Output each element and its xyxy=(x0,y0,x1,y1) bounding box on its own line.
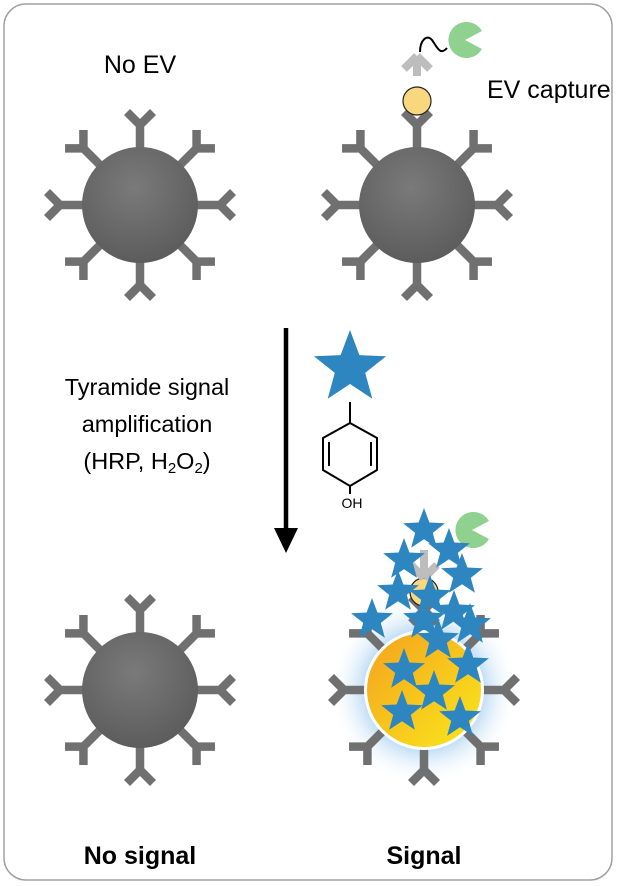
ev-capture-complex xyxy=(401,22,482,116)
step-label-line1: Tyramide signal xyxy=(65,374,230,400)
step-label-line3: (HRP, H2O2) xyxy=(83,448,210,477)
deposited-star-icon xyxy=(449,603,491,643)
linker xyxy=(419,36,448,53)
deposited-star-icon xyxy=(351,598,393,638)
antibody xyxy=(65,130,104,169)
deposited-star-icon xyxy=(439,696,481,736)
arrow-head-icon xyxy=(274,528,298,553)
deposited-star-icon xyxy=(403,508,445,548)
bead xyxy=(82,632,198,748)
tyramide-star-icon xyxy=(313,330,387,399)
deposited-star-icon xyxy=(377,570,419,610)
ev-particle xyxy=(402,86,432,116)
antibody xyxy=(123,261,157,302)
antibody xyxy=(123,746,157,787)
antibody xyxy=(453,130,492,169)
antibody xyxy=(473,188,514,222)
deposited-star-icon xyxy=(433,590,475,630)
antibody xyxy=(65,241,104,280)
deposited-star-icon xyxy=(383,648,425,688)
antibody xyxy=(123,108,157,149)
target-molecule xyxy=(448,22,482,58)
antibody xyxy=(65,726,104,765)
antibody xyxy=(176,615,215,654)
process-arrow xyxy=(274,328,298,553)
antibody xyxy=(342,241,381,280)
label-signal: Signal xyxy=(386,842,461,870)
deposited-star-icon xyxy=(447,643,489,683)
label-oh: OH xyxy=(342,495,363,511)
deposited-star-icon xyxy=(417,618,459,658)
antibody xyxy=(176,726,215,765)
antibody xyxy=(342,130,381,169)
antibody xyxy=(196,188,237,222)
deposited-star-icon xyxy=(441,553,483,593)
deposited-star-icon xyxy=(403,598,445,638)
label-no-signal: No signal xyxy=(84,842,197,870)
deposited-star-icon xyxy=(409,575,451,615)
antibody xyxy=(176,241,215,280)
step-label-line2: amplification xyxy=(82,411,213,437)
antibody xyxy=(176,130,215,169)
antibody xyxy=(400,108,434,149)
bead xyxy=(82,147,198,263)
bead-ev-capture xyxy=(320,108,514,302)
deposited-star-icon xyxy=(383,538,425,578)
deposited-star-icon xyxy=(381,690,423,730)
antibody xyxy=(320,188,361,222)
antibody xyxy=(123,593,157,634)
antibody xyxy=(400,261,434,302)
antibody xyxy=(43,188,84,222)
bead-no-signal xyxy=(43,593,237,787)
deposited-star-icon xyxy=(428,528,470,568)
deposited-star-icon xyxy=(413,670,455,710)
bead xyxy=(359,147,475,263)
antibody xyxy=(453,241,492,280)
antibody xyxy=(43,673,84,707)
capture-antibody xyxy=(401,53,433,76)
antibody xyxy=(196,673,237,707)
label-no-ev: No EV xyxy=(104,51,177,79)
label-ev-capture: EV capture xyxy=(487,76,611,104)
figure-border xyxy=(3,3,613,881)
bead-no-ev xyxy=(43,108,237,302)
tyramide-molecule: OH xyxy=(322,402,378,511)
antibody xyxy=(65,615,104,654)
